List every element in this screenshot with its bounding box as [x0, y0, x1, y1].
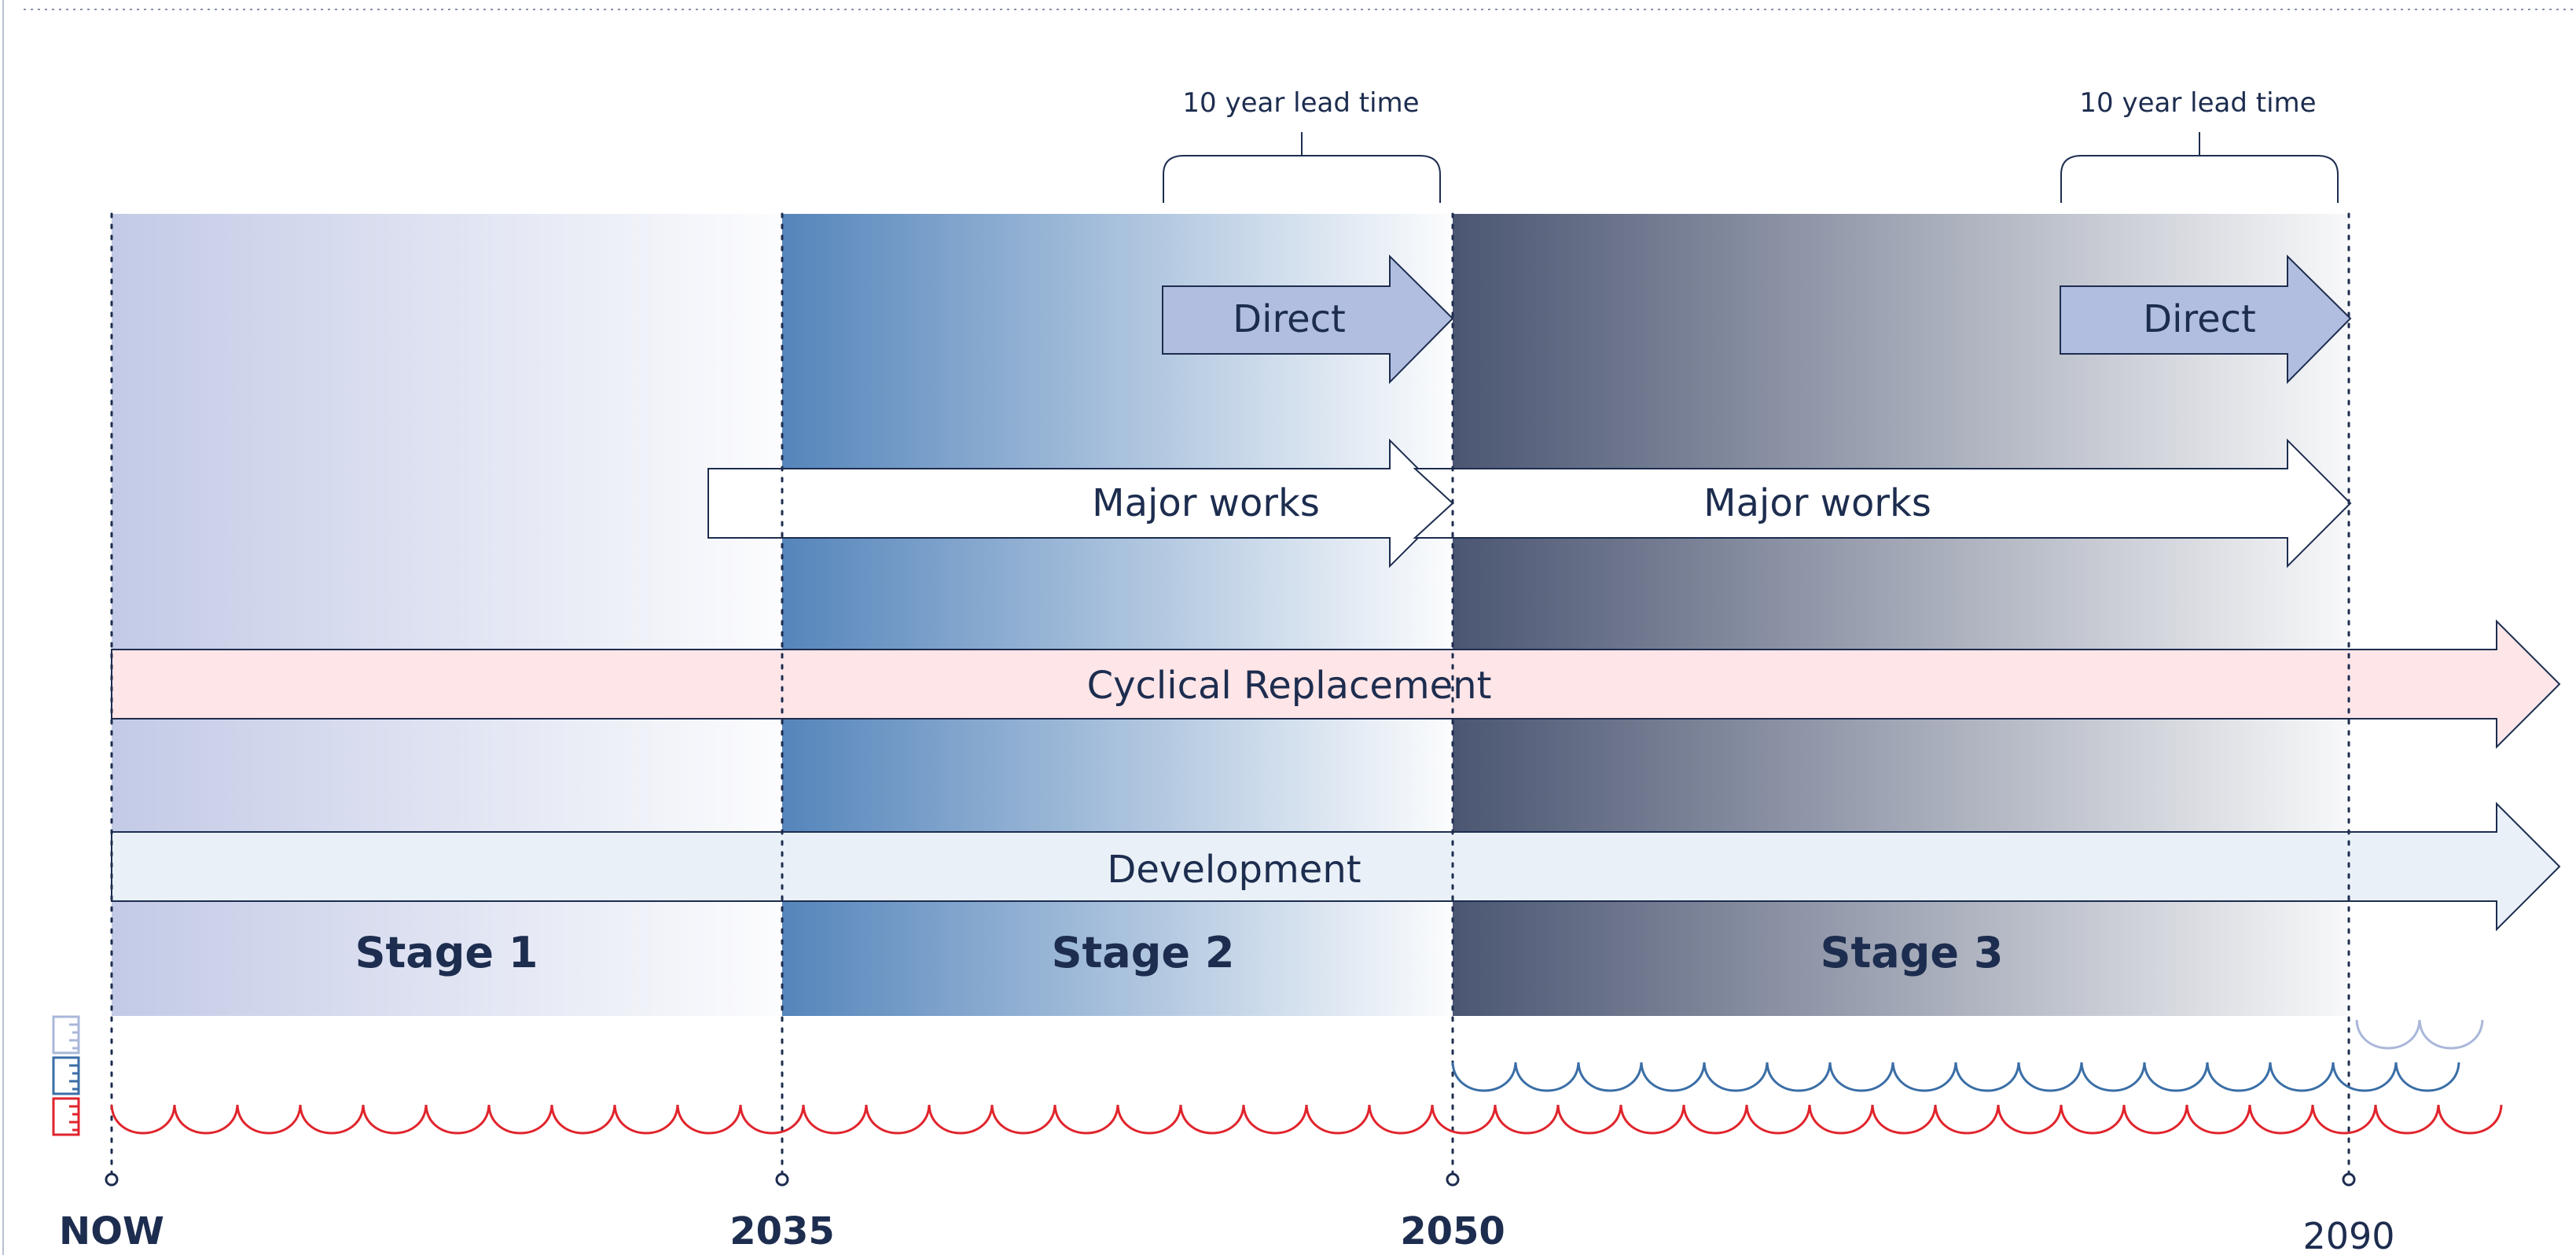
tide-gauge-red-icon	[52, 1097, 80, 1136]
sea-level-wave-blue	[1451, 1062, 2460, 1092]
tick-label-2090: 2090	[2302, 1215, 2394, 1255]
sea-level-wave-red	[110, 1104, 2503, 1135]
major-works-arrow-1-label: Major works	[1092, 481, 1320, 525]
development-label: Development	[1107, 848, 1361, 892]
stage-3-label: Stage 3	[1821, 928, 2004, 977]
tick-2035	[775, 1172, 789, 1187]
tide-gauge-light-icon	[52, 1015, 80, 1054]
stage-1-label: Stage 1	[355, 928, 538, 977]
cyclical-replacement-label: Cyclical Replacement	[1087, 664, 1492, 708]
tick-label-2035: 2035	[729, 1209, 835, 1253]
timeline-ticks	[105, 1172, 2356, 1187]
tick-2090	[2342, 1172, 2356, 1187]
lead-time-1-label: 10 year lead time	[1182, 87, 1419, 119]
cyclical-replacement-arrow: Cyclical Replacement	[111, 619, 2561, 749]
direct-arrow-1: Direct	[1162, 254, 1454, 385]
tick-now	[105, 1172, 119, 1187]
direct-arrow-2: Direct	[2060, 254, 2352, 385]
lead-time-bracket-1: 10 year lead time	[1163, 87, 1441, 203]
direct-arrow-1-label: Direct	[1233, 297, 1346, 341]
tick-label-2050: 2050	[1400, 1209, 1505, 1253]
major-works-arrow-2-label: Major works	[1703, 481, 1931, 525]
lead-time-2-label: 10 year lead time	[2079, 87, 2316, 119]
tide-gauge-blue-icon	[52, 1056, 80, 1095]
major-works-arrow-1: Major works	[707, 438, 1454, 569]
major-works-arrow-2: Major works	[1413, 438, 2352, 569]
sea-level-wave-light	[2355, 1019, 2484, 1050]
tick-2050	[1446, 1172, 1460, 1187]
stage-2-label: Stage 2	[1052, 928, 1235, 977]
tick-label-now: NOW	[59, 1209, 164, 1253]
direct-arrow-2-label: Direct	[2143, 297, 2256, 341]
development-arrow: Development	[111, 801, 2561, 932]
lead-time-bracket-2: 10 year lead time	[2060, 87, 2339, 203]
